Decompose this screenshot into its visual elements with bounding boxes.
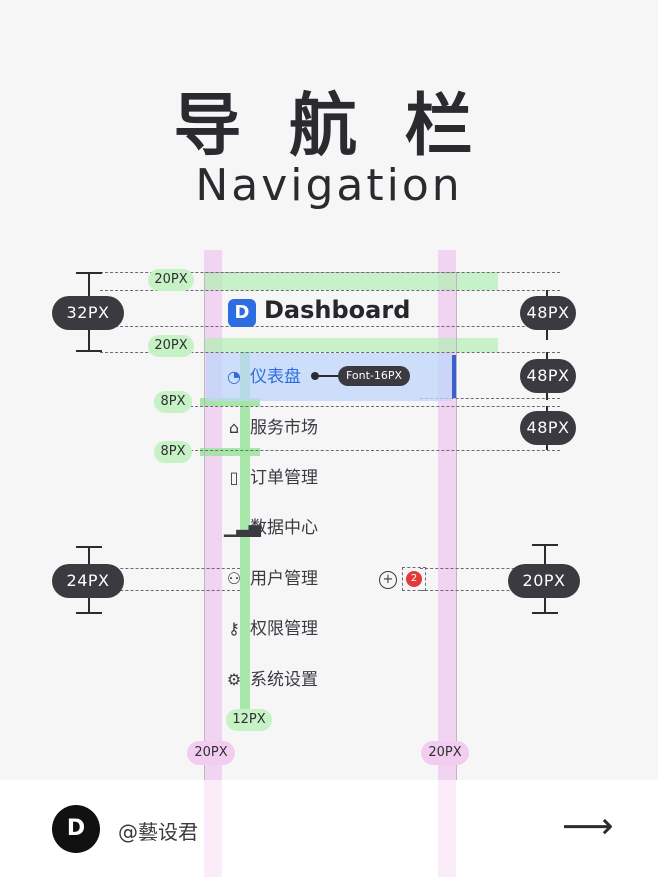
nav-item-label: 用户管理 [250,569,318,589]
dimension-cap [76,612,102,614]
bar-chart-icon: ▁▃▅ [224,518,261,537]
item-height-label-2: 48PX [520,411,576,445]
badge-outline [402,567,426,591]
font-annotation-dot [311,372,319,380]
users-icon: ⚇ [226,569,242,588]
guide-line [100,568,240,569]
nav-item-settings[interactable]: ⚙ 系统设置 [206,656,452,704]
nav-item-permissions[interactable]: ⚷ 权限管理 [206,605,452,653]
item-height-label-1: 48PX [520,359,576,393]
guide-line [100,590,240,591]
key-icon: ⚷ [228,619,240,638]
logo-height-label: 32PX [52,296,124,330]
badge-size-label: 20PX [508,564,580,598]
dimension-cap [532,544,558,546]
nav-item-service-market[interactable]: ⌂ 服务市场 [206,404,452,452]
nav-item-label: 服务市场 [250,418,318,438]
nav-item-label: 订单管理 [250,468,318,488]
icon-text-gap-label: 12PX [226,709,272,731]
gap-guide-2 [200,448,260,456]
left-padding-label: 20PX [187,741,235,765]
font-annotation-line [318,375,340,377]
footer [0,780,658,877]
gear-icon: ⚙ [226,670,242,689]
header-height-label: 48PX [520,296,576,330]
guide-line [180,450,560,451]
guide-line [180,406,560,407]
nav-item-users[interactable]: ⚇ 用户管理 [206,555,452,603]
page-title-cn: 导 航 栏 [173,87,485,166]
author-avatar[interactable]: D [52,805,100,853]
logo-gap-guide [205,338,498,352]
font-size-label: Font-16PX [338,366,410,386]
author-handle[interactable]: @藝设君 [118,820,198,844]
right-padding-label: 20PX [421,741,469,765]
dimension-cap [76,272,102,274]
nav-item-label: 系统设置 [250,670,318,690]
next-arrow-icon[interactable]: ⟶ [562,806,614,847]
right-padding-guide-footer [438,780,456,877]
brand-name[interactable]: Dashboard [264,296,411,324]
item-gap-label-2: 8PX [154,441,192,463]
nav-item-label: 数据中心 [250,518,318,538]
guide-line [420,398,560,399]
guide-line [100,326,560,327]
gap-guide-1 [200,398,260,406]
dimension-cap [76,546,102,548]
guide-line [420,568,540,569]
nav-item-label: 仪表盘 [250,367,301,387]
document-icon: ▯ [229,468,239,487]
guide-line [420,590,540,591]
dashboard-gauge-icon: ◔ [227,367,241,386]
brand-logo[interactable]: D [228,299,256,327]
nav-item-data-center[interactable]: ▁▃▅ 数据中心 [206,504,452,552]
logo-gap-label: 20PX [148,335,194,357]
dimension-cap [532,612,558,614]
top-padding-guide [205,272,498,290]
guide-line [100,352,560,353]
guide-line [100,290,560,291]
guide-line [100,272,560,273]
item-gap-label-1: 8PX [154,391,192,413]
add-icon[interactable]: + [379,571,397,589]
top-padding-label: 20PX [148,269,194,291]
nav-item-orders[interactable]: ▯ 订单管理 [206,454,452,502]
nav-item-label: 权限管理 [250,619,318,639]
nav-item-dashboard[interactable]: ◔ 仪表盘 [206,353,452,401]
store-icon: ⌂ [228,418,240,437]
dimension-cap [76,350,102,352]
icon-text-gap-guide [240,352,250,722]
notification-badge: 2 [406,571,422,587]
active-indicator [452,355,456,398]
icon-size-label: 24PX [52,564,124,598]
page-title-en: Navigation [195,160,463,211]
left-padding-guide-footer [204,780,222,877]
